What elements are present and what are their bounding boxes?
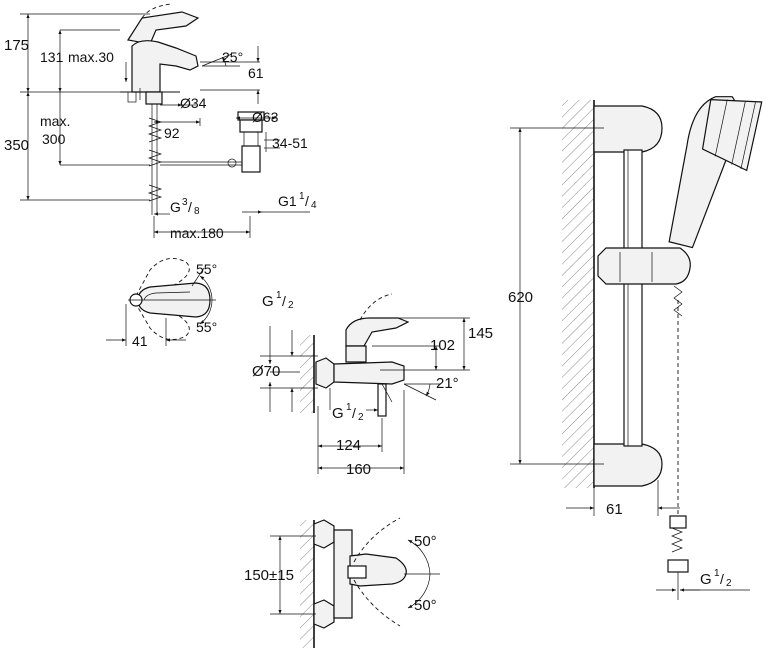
dim-max180: max.180 — [170, 225, 224, 241]
dim-102: 102 — [430, 337, 455, 354]
thread-g-1-2-top: G 1 / 2 — [262, 290, 294, 311]
dim-61-rail: 61 — [606, 501, 623, 518]
dim-145: 145 — [468, 325, 493, 342]
svg-text:/: / — [188, 199, 192, 215]
hand-shower — [668, 96, 763, 249]
dim-175: 175 — [4, 37, 29, 54]
dim-131: 131 — [40, 49, 64, 65]
dim-angle-50-bottom: 50° — [414, 597, 437, 614]
dim-angle-25: 25° — [222, 49, 243, 65]
wall-mixer-drawing: 150±15 50° 50° — [244, 517, 440, 648]
dim-61: 61 — [248, 65, 264, 81]
thread-g-1-2-hose: G 1 / 2 — [700, 568, 732, 589]
dim-max30: max.30 — [68, 49, 114, 65]
dim-350: 350 — [4, 137, 29, 154]
svg-text:2: 2 — [358, 412, 364, 423]
shower-rail-drawing: 620 61 G 1 / 2 — [508, 96, 763, 600]
dim-124: 124 — [336, 437, 361, 454]
thread-g-3-8: G 3 / 8 — [170, 197, 200, 217]
dim-diameter-63: Ø63 — [252, 109, 279, 125]
svg-text:G: G — [332, 405, 344, 422]
svg-text:G: G — [262, 293, 274, 310]
dim-92: 92 — [164, 125, 180, 141]
dim-300: 300 — [42, 131, 66, 147]
thread-g-1-2-bottom: G 1 / 2 — [332, 402, 364, 423]
bath-mixer-drawing: G 1 / 2 145 102 Ø70 21° G 1 / 2 124 160 — [252, 290, 493, 478]
dim-angle-50-top: 50° — [414, 533, 437, 550]
svg-text:/: / — [282, 293, 286, 309]
dim-160: 160 — [346, 461, 371, 478]
dim-41: 41 — [132, 333, 148, 349]
svg-text:4: 4 — [311, 200, 317, 211]
dim-34-51: 34-51 — [272, 135, 308, 151]
svg-text:/: / — [720, 571, 724, 587]
svg-text:1: 1 — [276, 290, 282, 301]
svg-text:8: 8 — [194, 206, 200, 217]
thread-g-1-1-4: G1 1 / 4 — [278, 191, 317, 211]
pop-up-waste — [160, 111, 265, 173]
svg-text:G1: G1 — [278, 193, 297, 209]
dim-angle-55-bottom: 55° — [196, 319, 217, 335]
basin-mixer-drawing: 175 131 max.30 25° 61 Ø34 Ø63 max. 300 3… — [4, 3, 317, 241]
dim-max-label: max. — [40, 113, 70, 129]
dim-620: 620 — [508, 289, 533, 306]
svg-text:2: 2 — [288, 300, 294, 311]
dim-angle-21: 21° — [436, 375, 459, 392]
svg-text:G: G — [700, 571, 712, 588]
dim-angle-55-top: 55° — [196, 261, 217, 277]
svg-text:3: 3 — [182, 197, 188, 208]
dim-diameter-34: Ø34 — [180, 95, 207, 111]
svg-text:/: / — [352, 405, 356, 421]
svg-text:1: 1 — [299, 191, 305, 202]
svg-text:/: / — [305, 193, 309, 209]
svg-text:1: 1 — [346, 402, 352, 413]
svg-text:G: G — [170, 199, 181, 215]
svg-text:1: 1 — [714, 568, 720, 579]
dim-150-15: 150±15 — [244, 567, 294, 584]
lever-plan-view: 55° 55° 41 — [106, 257, 217, 349]
dim-diameter-70: Ø70 — [252, 363, 280, 380]
basin-mixer-dimensions — [20, 13, 310, 238]
basin-mixer-body — [120, 3, 200, 215]
svg-text:2: 2 — [726, 578, 732, 589]
